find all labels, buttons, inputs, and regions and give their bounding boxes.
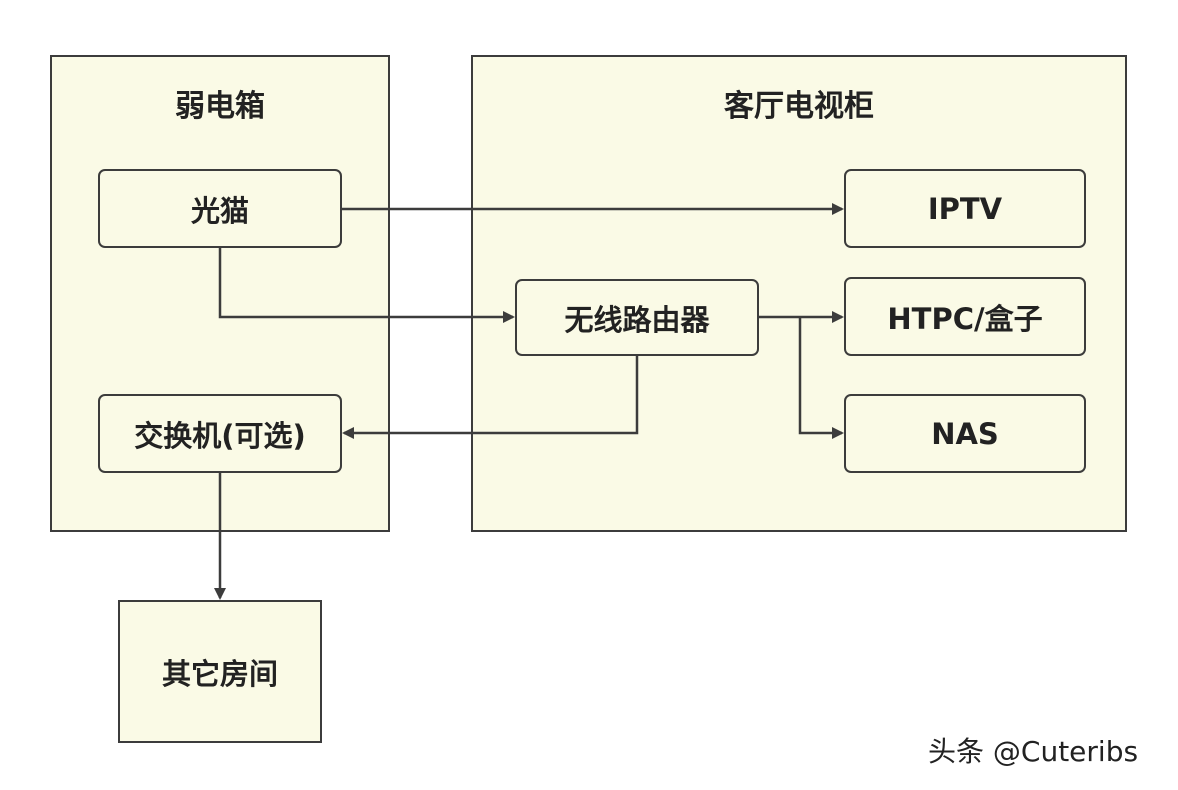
nas-node: NAS — [844, 394, 1086, 473]
edge-router-to-switch — [342, 356, 639, 439]
other-rooms-node: 其它房间 — [118, 600, 322, 743]
router-node: 无线路由器 — [515, 279, 759, 356]
edge-optical-modem-to-router — [218, 248, 515, 323]
iptv-node: IPTV — [844, 169, 1086, 248]
living-room-cabinet-title: 客厅电视柜 — [724, 89, 874, 124]
optical-modem-node: 光猫 — [98, 169, 342, 248]
htpc-node: HTPC/盒子 — [844, 277, 1086, 356]
switch-node: 交换机(可选) — [98, 394, 342, 473]
watermark-text: 头条 @Cuteribs — [928, 735, 1139, 768]
weak-box-title: 弱电箱 — [175, 89, 265, 124]
edge-router-to-nas — [798, 317, 844, 439]
